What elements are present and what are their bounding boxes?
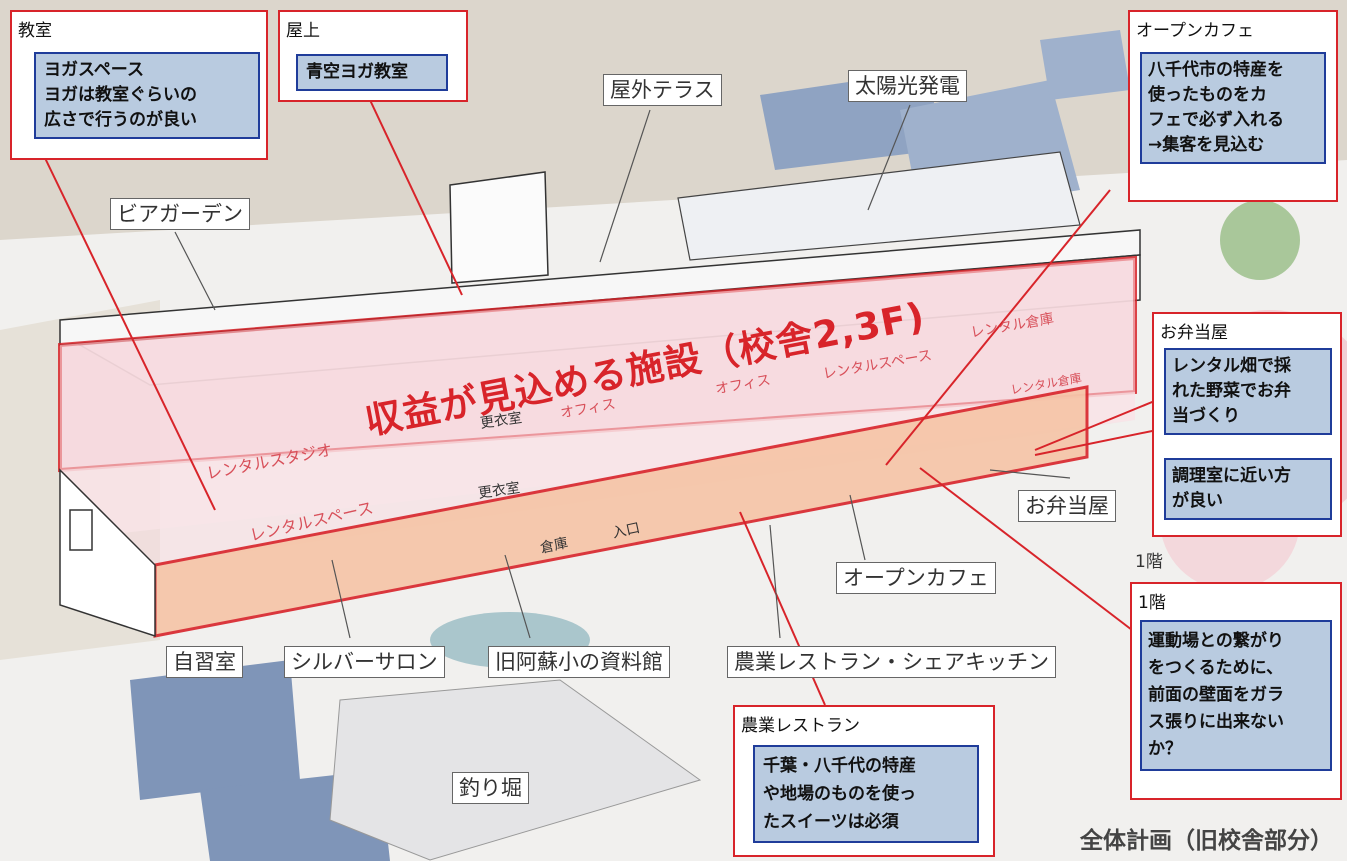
callout-obentoya-heading: お弁当屋 — [1160, 323, 1228, 343]
callout-obentoya: お弁当屋 レンタル畑で採 れた野菜でお弁 当づくり 調理室に近い方 が良い — [1152, 312, 1342, 537]
callout-nogyo: 農業レストラン 千葉・八千代の特産 や地場のものを使っ たスイーツは必須 — [733, 705, 995, 857]
callout-kyoshitsu-heading: 教室 — [18, 21, 52, 41]
callout-nogyo-heading: 農業レストラン — [741, 716, 860, 736]
callout-okujo-note: 青空ヨガ教室 — [296, 54, 448, 91]
callout-obentoya-note-2: 調理室に近い方 が良い — [1164, 458, 1332, 520]
neighbor-roof-4 — [130, 660, 300, 800]
callout-first-floor-note: 運動場との繋がり をつくるために、 前面の壁面をガラ ス張りに出来ない か？ — [1140, 620, 1332, 771]
label-taiyoko: 太陽光発電 — [848, 70, 967, 102]
callout-okujo-heading: 屋上 — [286, 21, 320, 41]
side-door — [69, 509, 93, 551]
rooftop-stair — [449, 171, 549, 284]
callout-okujo: 屋上 青空ヨガ教室 — [278, 10, 468, 102]
label-floor1: 1階 — [1135, 552, 1163, 572]
callout-first-floor-heading: 1階 — [1138, 593, 1166, 613]
callout-kyoshitsu: 教室 ヨガスペース ヨガは教室ぐらいの 広さで行うのが良い — [10, 10, 268, 160]
callout-open-cafe: オープンカフェ 八千代市の特産を 使ったものをカ フェで必ず入れる →集客を見込… — [1128, 10, 1338, 202]
label-shiryokan: 旧阿蘇小の資料館 — [488, 646, 670, 678]
label-lines — [174, 104, 1071, 639]
neighbor-roof-6 — [329, 679, 702, 861]
callout-nogyo-note: 千葉・八千代の特産 や地場のものを使っ たスイーツは必須 — [753, 745, 979, 843]
callout-obentoya-note-1: レンタル畑で採 れた野菜でお弁 当づくり — [1164, 348, 1332, 435]
callout-first-floor: 1階 運動場との繋がり をつくるために、 前面の壁面をガラ ス張りに出来ない か… — [1130, 582, 1342, 800]
callout-open-cafe-note: 八千代市の特産を 使ったものをカ フェで必ず入れる →集客を見込む — [1140, 52, 1326, 164]
label-jishushitsu: 自習室 — [166, 646, 243, 678]
green-tree — [1220, 200, 1300, 280]
callout-kyoshitsu-note: ヨガスペース ヨガは教室ぐらいの 広さで行うのが良い — [34, 52, 260, 139]
label-nogyo-kitchen: 農業レストラン・シェアキッチン — [727, 646, 1056, 678]
neighbor-roof-3 — [1040, 30, 1130, 100]
label-open-cafe: オープンカフェ — [836, 562, 996, 594]
label-beer-garden: ビアガーデン — [110, 198, 250, 230]
label-silver-salon: シルバーサロン — [284, 646, 445, 678]
callout-open-cafe-heading: オープンカフェ — [1136, 21, 1254, 41]
label-okugai-terrace: 屋外テラス — [603, 74, 722, 106]
building-second-band — [60, 258, 1135, 565]
label-tsuribori: 釣り堀 — [452, 772, 529, 804]
page-title: 全体計画（旧校舎部分） — [1080, 828, 1333, 854]
label-obentoya: お弁当屋 — [1018, 490, 1116, 522]
solar-panels — [677, 151, 1081, 261]
